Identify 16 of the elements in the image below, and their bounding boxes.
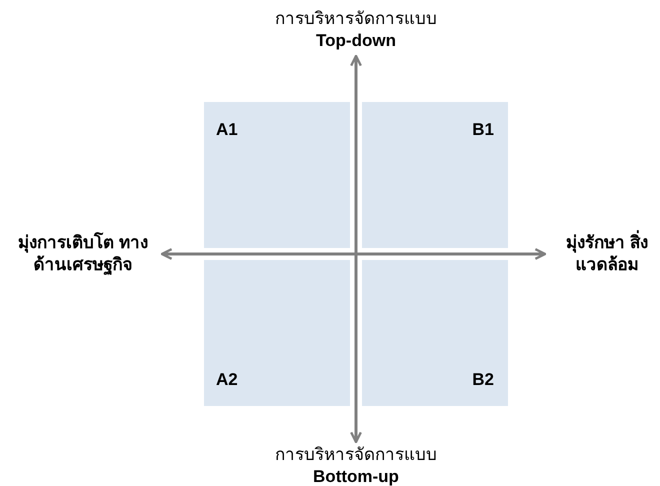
quadrant-box <box>362 102 508 248</box>
quadrant-label: A1 <box>216 120 238 140</box>
axis-label: การบริหารจัดการแบบ <box>274 8 438 30</box>
quadrant-box <box>204 102 350 248</box>
axis-arrow <box>160 248 546 260</box>
quadrant-label: B1 <box>472 120 494 140</box>
axis-arrow <box>350 54 362 444</box>
axis-label: Top-down <box>315 30 397 52</box>
axis-label: มุ่งรักษา สิ่งแวดล้อม <box>555 232 659 276</box>
axis-label: Bottom-up <box>312 466 400 486</box>
axis-label: มุ่งการเติบโต ทางด้านเศรษฐกิจ <box>17 232 149 276</box>
quadrant-box <box>362 260 508 406</box>
axis-label: การบริหารจัดการแบบ <box>274 444 438 466</box>
quadrant-label: A2 <box>216 370 238 390</box>
quadrant-box <box>204 260 350 406</box>
quadrant-label: B2 <box>472 370 494 390</box>
